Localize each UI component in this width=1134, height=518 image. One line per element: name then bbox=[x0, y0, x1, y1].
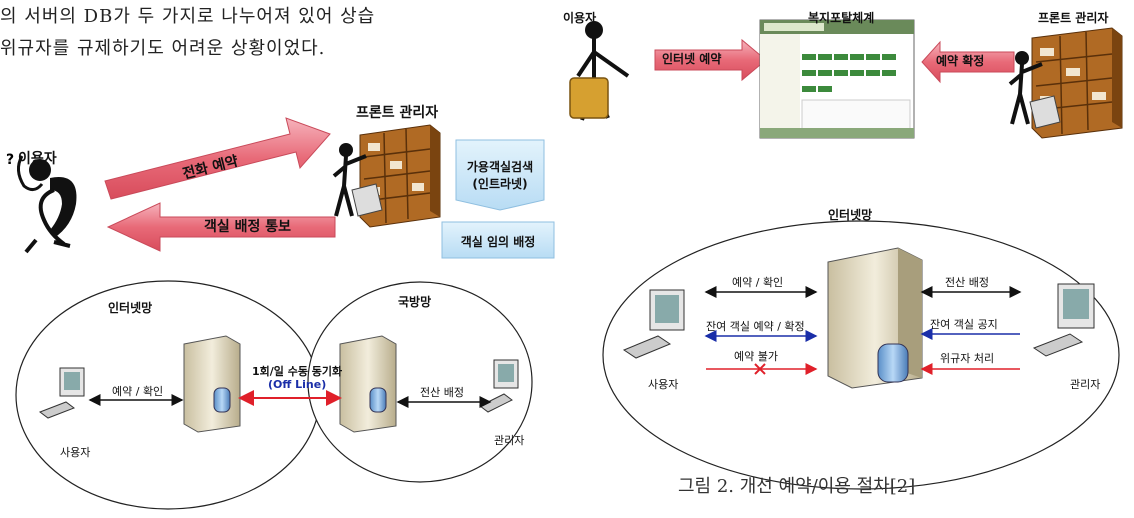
defense-net-circle bbox=[307, 281, 533, 483]
new-server bbox=[827, 247, 923, 389]
new-user-label: 이용자 bbox=[563, 11, 597, 25]
random-assign-box-shape bbox=[441, 221, 555, 259]
old-admin-node-label: 관리자 bbox=[494, 434, 525, 447]
new-admin-node-label: 관리자 bbox=[1070, 378, 1101, 391]
reservation-confirm-label: 예약 확정 bbox=[936, 54, 985, 68]
new-user-node-label: 사용자 bbox=[648, 378, 679, 391]
search-rooms-box-shape bbox=[455, 139, 545, 211]
internet-reservation-label: 인터넷 예약 bbox=[662, 52, 722, 66]
room-assignment-notice-label: 객실 배정 통보 bbox=[204, 219, 292, 235]
reservation-confirm-arrow bbox=[921, 40, 1015, 84]
old-reserve-confirm-label: 예약 / 확인 bbox=[112, 385, 164, 398]
remaining-notice-label: 잔여 객실 공지 bbox=[930, 318, 998, 331]
new-computer-assign-label: 전산 배정 bbox=[945, 276, 989, 289]
search-box-line-1: 가용객실검색 bbox=[466, 160, 534, 174]
old-internet-server bbox=[183, 335, 241, 433]
internet-reservation-arrow bbox=[654, 38, 767, 82]
phone-reservation-arrow bbox=[104, 117, 331, 200]
violator-processing-label: 위규자 처리 bbox=[940, 352, 995, 365]
svg-text:?: ? bbox=[6, 152, 14, 168]
old-front-admin-label: 프론트 관리자 bbox=[356, 105, 439, 121]
front-admin-figure-old bbox=[332, 143, 383, 217]
portal-label: 복지포탈체계 bbox=[808, 11, 875, 25]
paragraph-line-2: 위규자를 규제하기도 어려운 상황이었다. bbox=[0, 38, 326, 59]
old-computer-assign-label: 전산 배정 bbox=[420, 386, 464, 399]
new-admin-computer bbox=[1032, 283, 1095, 357]
new-reserve-confirm-label: 예약 / 확인 bbox=[732, 276, 784, 289]
sync-label-line-1: 1회/일 수동 동기화 bbox=[252, 365, 343, 378]
sync-label-line-2: (Off Line) bbox=[268, 378, 327, 391]
front-admin-figure-new bbox=[1008, 51, 1061, 129]
defense-net-label: 국방망 bbox=[398, 295, 432, 309]
paragraph-line-1: 의 서버의 DB가 두 가지로 나누어져 있어 상습 bbox=[0, 6, 376, 27]
old-user-node-label: 사용자 bbox=[60, 446, 91, 459]
figure-caption: 그림 2. 개선 예약/이용 절차[2] bbox=[678, 476, 916, 497]
remaining-reserve-label: 잔여 객실 예약 / 확정 bbox=[706, 320, 805, 333]
random-assign-label: 객실 임의 배정 bbox=[460, 235, 536, 249]
phone-user-figure: ? bbox=[6, 152, 77, 254]
old-user-label: 이용자 bbox=[18, 151, 57, 167]
old-defense-server bbox=[339, 335, 397, 433]
new-front-admin-label: 프론트 관리자 bbox=[1038, 11, 1109, 25]
old-user-computer bbox=[38, 367, 85, 419]
reserve-unavailable-label: 예약 불가 bbox=[734, 350, 778, 363]
search-box-line-2: (인트라넷) bbox=[472, 177, 528, 191]
portal-screenshot bbox=[759, 19, 915, 139]
new-user-computer bbox=[622, 289, 685, 359]
room-assignment-notice-arrow bbox=[106, 202, 336, 252]
old-admin-computer bbox=[479, 359, 519, 413]
old-internet-net-label: 인터넷망 bbox=[108, 301, 153, 315]
unavailable-x-mark bbox=[754, 363, 766, 375]
walking-user-figure bbox=[569, 21, 630, 121]
new-internet-net-label: 인터넷망 bbox=[828, 208, 873, 222]
